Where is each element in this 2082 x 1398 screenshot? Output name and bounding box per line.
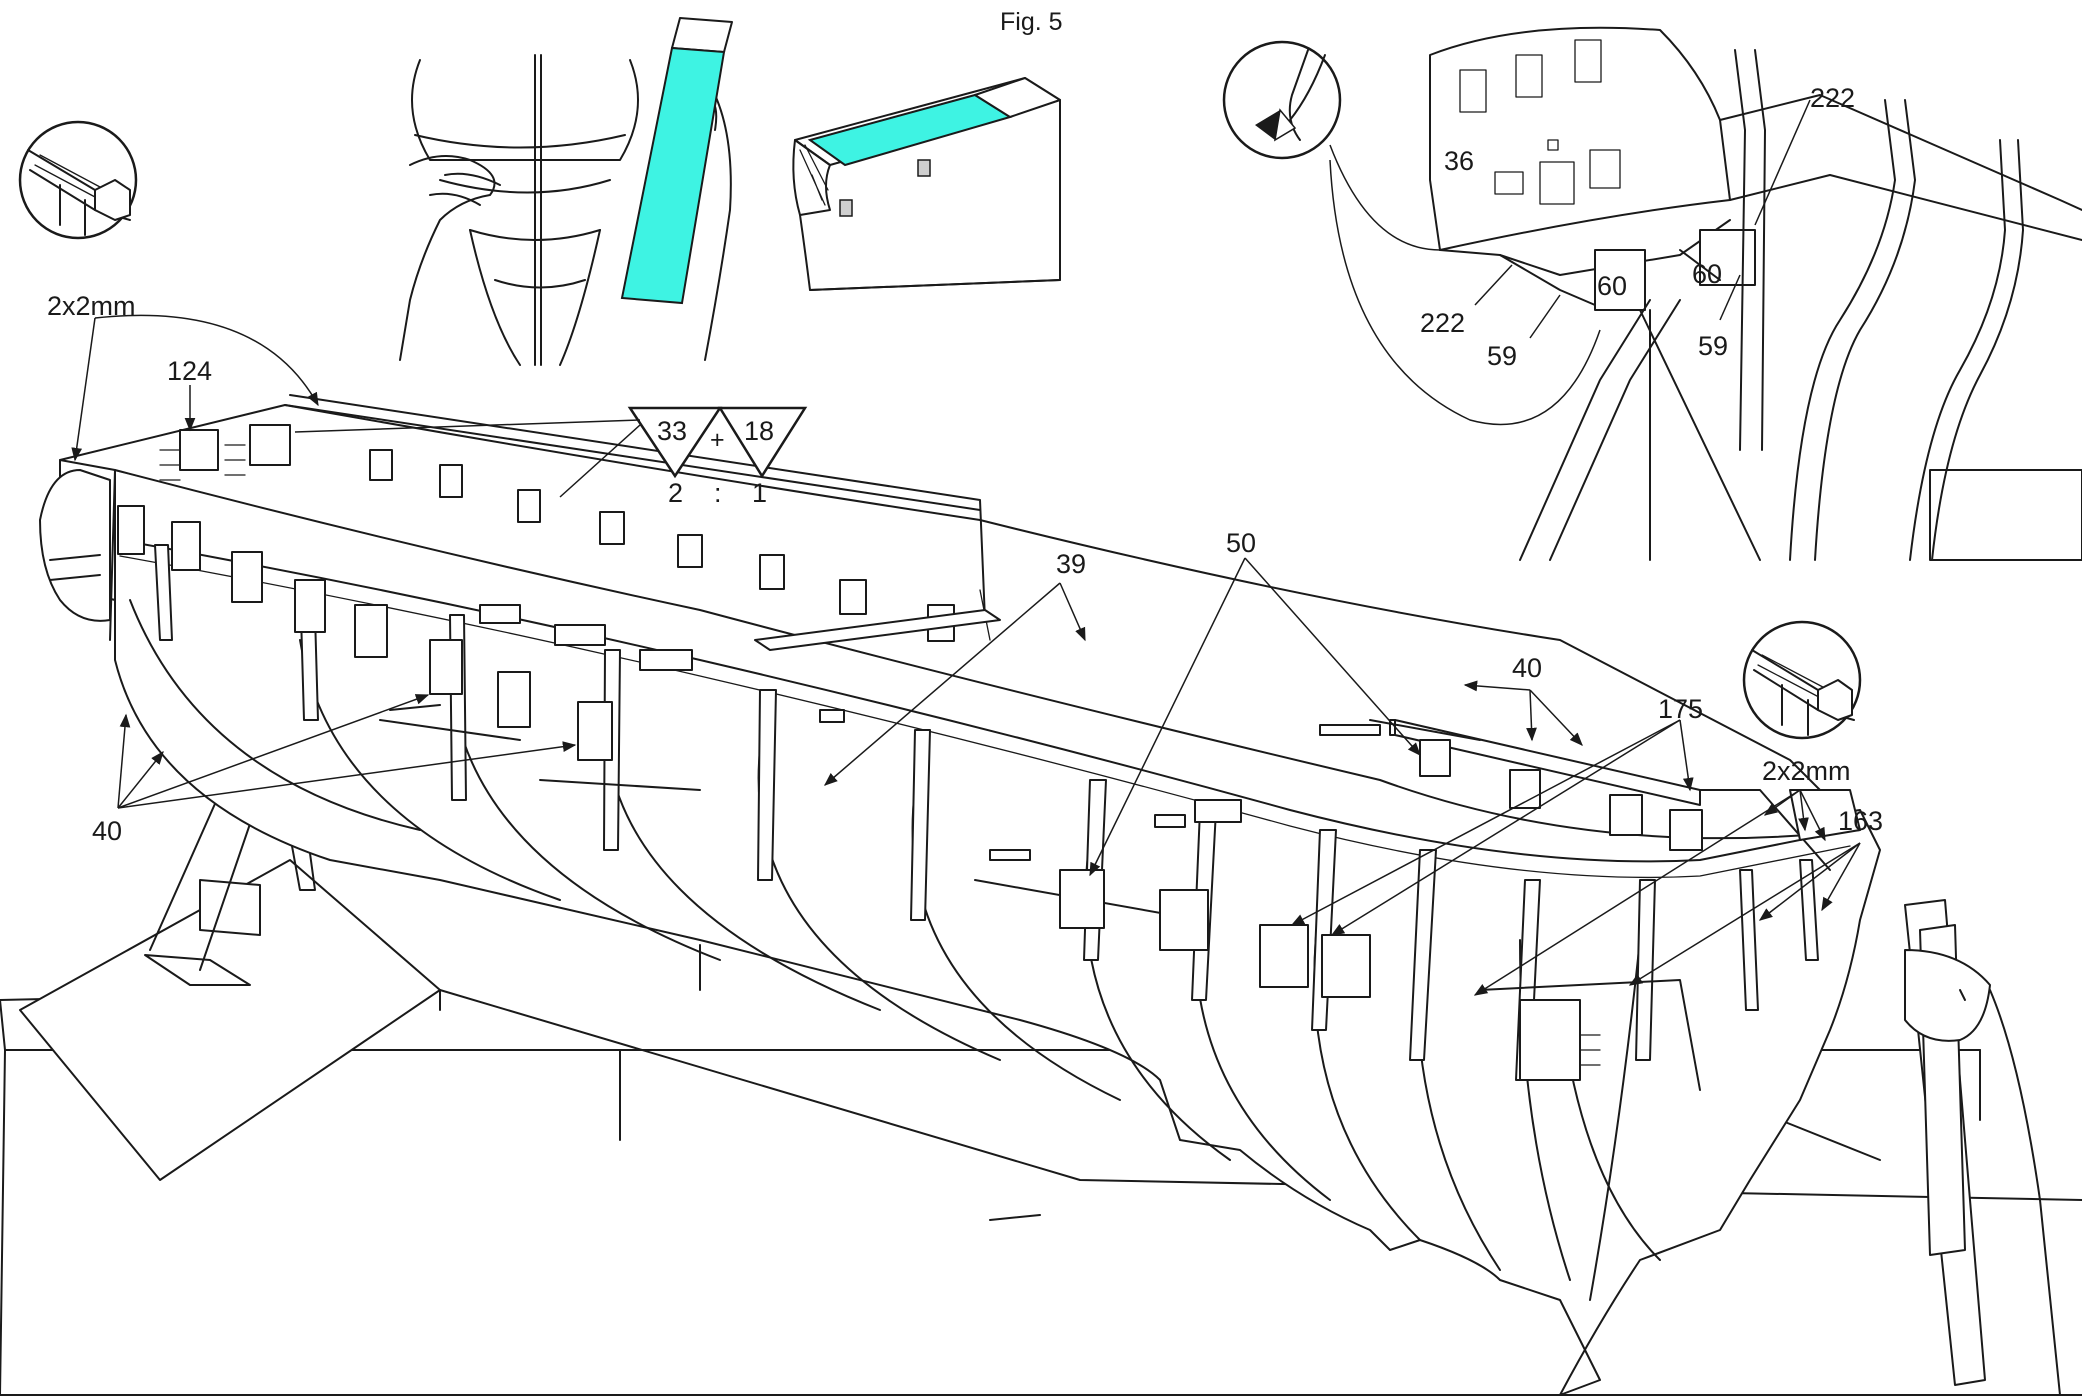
ratio-right: 1	[752, 478, 767, 508]
tape-strip-handheld	[620, 17, 733, 305]
ratio-left: 2	[668, 478, 683, 508]
cutter-zoom-circle	[1222, 40, 1342, 160]
gunports	[117, 424, 1703, 998]
figure-label: Fig. 5	[1000, 8, 1063, 36]
part-label-59-left: 59	[1487, 341, 1517, 371]
callout-labels: 2x2mm 2x2mm 124 39 50 40 40 175 163	[47, 291, 1883, 846]
stern-detail-inset: 36 222 222 60 60 59 59	[1222, 26, 2082, 561]
part-label-163: 163	[1838, 806, 1883, 836]
building-slip	[0, 769, 2082, 1396]
mix-ratio-mark: 33 18 + 2 : 1	[627, 406, 808, 508]
hull-assembly	[0, 120, 2082, 1396]
tape-on-block	[792, 77, 1061, 291]
part-label-175: 175	[1658, 694, 1703, 724]
part-label-222-top: 222	[1810, 83, 1855, 113]
part-label-40-right: 40	[1512, 653, 1542, 683]
part-label-222-left: 222	[1420, 308, 1465, 338]
hull-shell	[114, 469, 1881, 1396]
stern-frames	[1519, 49, 2082, 561]
strip-zoom-circle-left	[18, 120, 138, 240]
stern-transom-panel	[1429, 26, 1756, 311]
part-label-39: 39	[1056, 549, 1086, 579]
part-label-36: 36	[1444, 146, 1474, 176]
part-label-60-left: 60	[1597, 271, 1627, 301]
part-label-60-right: 60	[1692, 259, 1722, 289]
bow-stem	[1904, 949, 1991, 1042]
tape-application-inset: Fig. 5	[399, 8, 1063, 366]
hull-frame-sketch	[411, 54, 639, 366]
ratio-part-b: 18	[744, 416, 774, 446]
part-label-50: 50	[1226, 528, 1256, 558]
dimension-label-left: 2x2mm	[47, 291, 136, 321]
part-label-40-left: 40	[92, 816, 122, 846]
callout-leaders	[71, 314, 1861, 996]
ratio-colon: :	[714, 478, 722, 508]
strip-zoom-circle-right	[1742, 620, 1862, 740]
part-label-124: 124	[167, 356, 212, 386]
ratio-part-a: 33	[657, 416, 687, 446]
ratio-plus: +	[710, 426, 725, 454]
dimension-label-right: 2x2mm	[1762, 756, 1851, 786]
wale-strips	[159, 444, 1381, 736]
part-label-59-right: 59	[1698, 331, 1728, 361]
